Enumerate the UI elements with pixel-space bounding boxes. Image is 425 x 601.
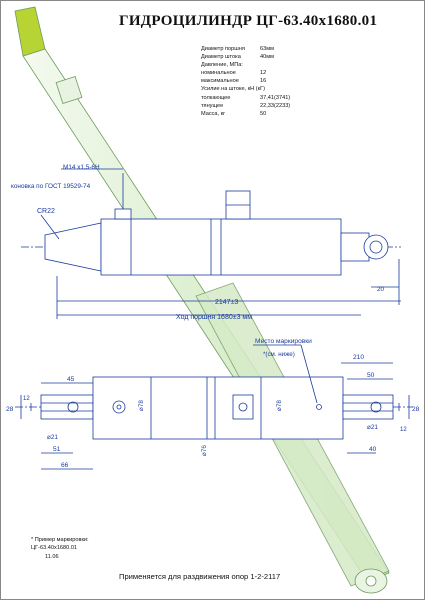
thread-label: М14 х1,5-6Н	[63, 164, 100, 171]
spec-label: толкающее	[201, 94, 231, 101]
rod-end-hole	[365, 575, 377, 587]
spec-table: Диаметр поршня 63мм Диаметр штока 40мм Дав…	[201, 45, 401, 118]
spec-label: Масса, кг	[201, 110, 226, 117]
dim-40-label: 40	[369, 446, 377, 453]
stroke-label: Ход поршня 1680±3 мм	[176, 314, 252, 321]
spec-label: Давление, МПа:	[201, 62, 243, 69]
dim-12-right-label: 12	[400, 427, 407, 433]
spec-row: номинальное 12	[201, 69, 401, 77]
dim-28-left-label: 28	[6, 406, 14, 413]
dim-50-label: 50	[367, 372, 375, 379]
spec-value: 50	[260, 110, 267, 117]
spec-value: 37,41(3741)	[260, 94, 291, 101]
marking-place-label: Место маркировки	[255, 338, 312, 345]
dim-66-label: 66	[61, 462, 69, 469]
spec-label: Диаметр поршня	[201, 46, 245, 52]
spec-row: максимальное 16	[201, 77, 401, 85]
note-line-1: * Пример маркировки:	[31, 537, 89, 543]
dim-28-right-label: 28	[412, 406, 420, 413]
dim-45-label: 45	[67, 376, 75, 383]
spec-row: Усилие на штоке, кН (кГ)	[201, 85, 401, 93]
spec-row: Диаметр поршня 63мм	[201, 45, 401, 53]
footer-caption: Применяется для раздвижения опор 1-2-211…	[119, 572, 281, 581]
spec-label: номинальное	[201, 70, 236, 77]
note-line-3: 11.06	[45, 553, 59, 560]
spec-value: 22,33(2233)	[260, 102, 291, 109]
dim-51-label: 51	[53, 446, 61, 453]
dia-78-b-label: ⌀78	[276, 400, 283, 411]
note-line-2: ЦГ-63.40х1680.01	[31, 545, 78, 552]
dim-21-left-label: ⌀21	[47, 434, 58, 441]
radius-label: СR22	[37, 208, 55, 215]
spec-row: Масса, кг 50	[201, 110, 401, 118]
dim-210-label: 210	[353, 354, 364, 361]
page-title: ГИДРОЦИЛИНДР ЦГ-63.40х1680.01	[119, 13, 378, 29]
spec-label: максимальное	[201, 78, 239, 85]
marking-example-note: * Пример маркировки: ЦГ-63.40х1680.01 11…	[31, 536, 89, 561]
see-below-label: *(см. ниже)	[263, 351, 295, 358]
rod-tip-bracket	[55, 75, 83, 105]
spec-label: тянущее	[201, 102, 224, 109]
dim-21-right-label: ⌀21	[367, 424, 378, 431]
dim-length-label: 2147±3	[215, 299, 238, 306]
dia-76-label: ⌀76	[201, 445, 208, 456]
rod-tip	[14, 6, 46, 57]
spec-value: 16	[260, 78, 267, 85]
spec-value: 12	[260, 70, 267, 77]
spec-value: 63мм	[260, 46, 274, 52]
dim-20-label: 20	[377, 286, 385, 293]
spec-label: Усилие на штоке, кН (кГ)	[201, 86, 265, 93]
dim-12-left-label: 12	[23, 396, 30, 402]
spec-row: Диаметр штока 40мм	[201, 53, 401, 61]
dia-78-a-label: ⌀78	[138, 400, 145, 411]
spec-row: толкающее 37,41(3741)	[201, 94, 401, 102]
spec-row: тянущее 22,33(2233)	[201, 102, 401, 110]
spec-value: 40мм	[260, 54, 274, 61]
spec-label: Диаметр штока	[201, 54, 241, 61]
cone-label: коновка по ГОСТ 19529-74	[11, 183, 91, 190]
spec-row: Давление, МПа:	[201, 61, 401, 69]
